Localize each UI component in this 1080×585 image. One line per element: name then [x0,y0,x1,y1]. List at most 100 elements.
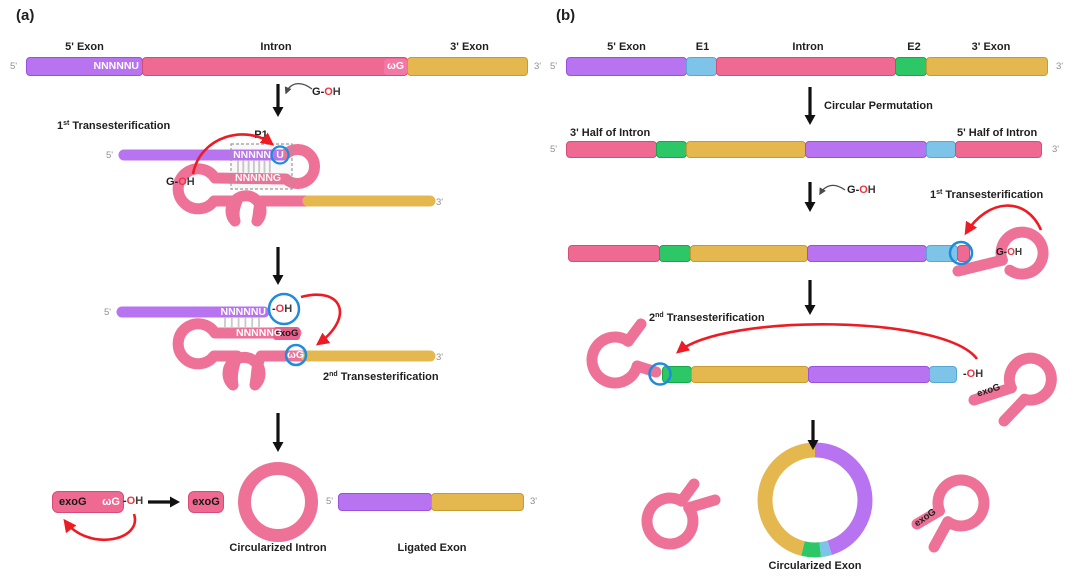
intron-strand-s1 [172,144,320,227]
panel-b-precursor-bar [566,57,1048,76]
site-circle-omega-g [284,343,308,367]
circular-permutation-label: Circular Permutation [824,100,933,112]
panel-a-title: (a) [16,7,35,24]
lariat-row4-left-free-tail [622,318,647,347]
panel-a-precursor-bar [26,57,528,76]
circularized-intron-ring [238,462,318,542]
omega-g-chip: ωG [384,58,407,75]
three-prime-label: 3' [1056,61,1064,72]
step-ordinal: nd [655,312,664,319]
h-text: H [867,184,876,196]
h-text: H [975,368,984,380]
red-arrow-s1-attack [191,132,275,175]
red-arrow-exog-curl [63,513,137,542]
o-text: O [275,303,285,315]
lariat-row3-tail [952,254,1008,277]
lariat-bottom-left-tail2 [683,494,721,514]
exon3-label: 3' Exon [971,41,1011,53]
step-word: Transesterification [666,312,765,324]
dash-text: - [174,176,179,188]
circ-exon-purple-arc [814,442,873,555]
lariat-row3-ring [995,226,1049,280]
five-prime-label: 5' [104,307,112,318]
five-prime-label: 5' [550,144,558,155]
intron-label: Intron [792,41,824,53]
step-word: Transesterification [340,371,439,383]
step1-label-a: 1st Transesterification [57,120,170,132]
permuted-bar [566,141,1042,158]
three-prime-label: 3' [534,61,542,72]
omega-g-label: ωG [102,496,120,508]
panel-b-title: (b) [556,7,576,24]
exog-intron-bar: exoG ωG [52,491,124,513]
five-prime-label: 5' [326,496,334,507]
e1-label: E1 [695,41,710,53]
goh-label-s1: G-OH [166,176,195,188]
basepair-ticks-s1 [237,160,271,173]
goh-curl-b2 [819,184,846,196]
goh-curl-a1 [284,83,313,95]
dash-text: - [963,368,967,380]
site-circle-b-row3 [948,240,974,266]
five-prime-label: 5' [106,150,114,161]
five-prime-label: 5' [550,61,558,72]
g-text: G [166,176,175,188]
h-text: H [332,86,341,98]
omega-g-label: ωG [287,349,305,361]
nnnnnu-label: NNNNNU [93,60,140,72]
exog-label: exoG [192,496,220,508]
ligated-exon-bar [338,493,524,511]
step-number: 1 [930,189,937,201]
dash-text: - [855,184,860,196]
o-text: O [178,176,187,188]
h-text: H [186,176,195,188]
g-text: G [996,247,1004,258]
oh-label-s2: -OH [272,303,292,315]
five-prime-label: 5' [10,61,18,72]
basepair-ticks-s2 [224,317,260,329]
exon3-segment [407,57,528,76]
e2-label: E2 [907,41,921,53]
lariat-bottom-right-exog-tail [911,505,945,530]
o-text: O [324,86,333,98]
o-text: O [966,368,976,380]
lariat-row4-right-bottom-tail [998,393,1031,427]
step-word: Transesterification [72,120,171,132]
nnnnnu-label: NNNNNU [220,306,267,318]
site-circle-oh-s2 [267,292,301,326]
intron5half-segment [955,141,1042,158]
step-ordinal: nd [329,371,338,378]
circ-exon-blue-arc [819,540,832,558]
step-number: 2 [323,371,330,383]
three-prime-label: 3' [530,496,538,507]
lariat-bottom-left-tail1 [676,478,700,507]
lariat-row4-right-exog-tail [968,382,1017,406]
oh-label-row4: -OH [963,368,983,380]
intron5half-start-segment [957,245,970,262]
step-number: 2 [649,312,656,324]
o-text: O [126,495,136,507]
exog-released-box: exoG [188,491,224,513]
row4-bar [662,366,957,383]
dash-text: - [272,303,276,315]
exon3-segment [926,57,1048,76]
nnnnng-label: NNNNNG [235,173,281,184]
dash-text: - [320,86,325,98]
site-circle-b-row4 [648,362,672,386]
red-arrow-b-row3-attack [964,204,1043,236]
oh-label-exog-bar: -OH [123,495,143,507]
lariat-row4-right-ring [1003,352,1057,406]
intron-label: Intron [260,41,292,53]
lariat-bottom-right-ring [932,474,990,532]
g-text: G [312,86,321,98]
circ-exon-yellow-arc [757,442,816,556]
lariat-row4-left-ring [586,331,643,389]
step-number: 1 [57,120,64,132]
goh-label-row3: G-OH [996,247,1022,258]
e1-segment [929,366,957,383]
nnnnn-label: NNNNN [233,150,271,161]
exog-label: exoG [59,496,87,508]
dash-text: - [123,495,127,507]
process-arrows [148,84,819,508]
